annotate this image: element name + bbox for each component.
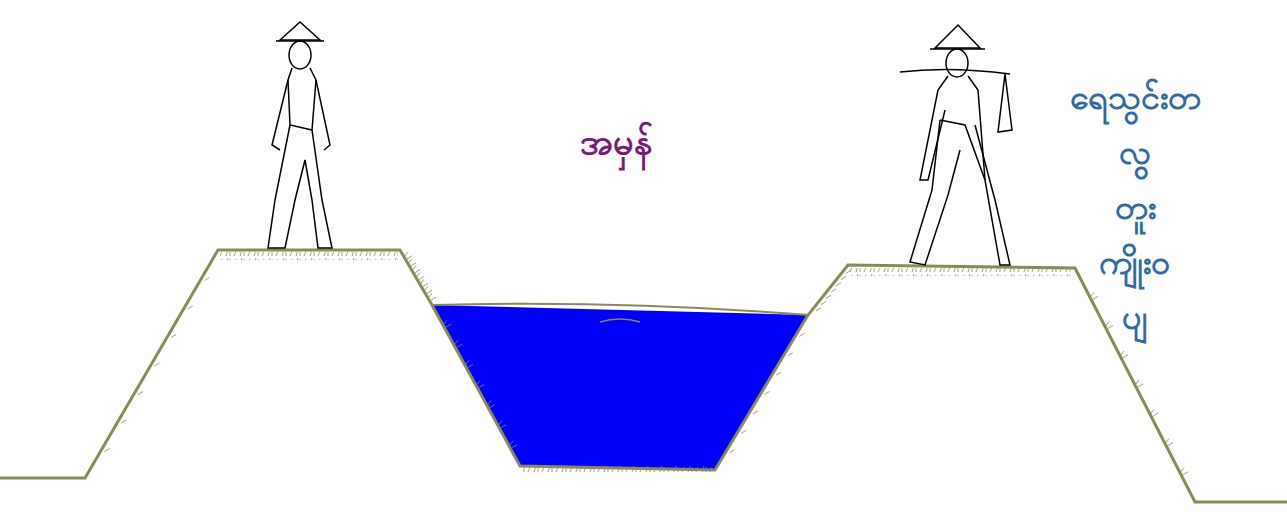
hatch-stroke	[443, 320, 451, 327]
hatch-stroke	[762, 388, 770, 395]
hatch-stroke	[509, 441, 517, 448]
hatch-stroke	[1150, 409, 1158, 416]
hatch-stroke	[135, 388, 143, 395]
hatch-stroke	[487, 401, 495, 408]
hatch-stroke	[750, 407, 758, 414]
water-ripple	[600, 319, 640, 322]
hatch-stroke	[1090, 292, 1098, 299]
hatch-stroke	[823, 291, 831, 298]
hatch-stroke	[773, 368, 781, 375]
hatch-stroke	[476, 381, 484, 388]
farmer-carrying	[900, 25, 1012, 265]
hatch-stroke	[818, 298, 826, 305]
hatch-stroke	[838, 273, 846, 280]
hatch-stroke	[465, 360, 473, 367]
bank-grass	[220, 252, 398, 260]
bank-grass	[850, 268, 1072, 276]
hatch-stroke	[498, 421, 506, 428]
hatch-stroke	[1165, 439, 1173, 446]
hatch-stroke	[828, 285, 836, 292]
hatch-stroke	[833, 279, 841, 286]
note-line: ကျိုးဝ	[990, 235, 1280, 290]
hatch-stroke	[424, 286, 432, 293]
ground-profile	[0, 250, 1287, 502]
slope-hatching	[102, 252, 1188, 475]
hatch-stroke	[1105, 322, 1113, 329]
note-line: ရေသွင်းတ	[990, 70, 1280, 125]
note-line: လွ	[990, 125, 1280, 180]
hatch-stroke	[796, 329, 804, 336]
hatch-stroke	[727, 446, 735, 453]
hatch-stroke	[1180, 468, 1188, 475]
hatch-stroke	[408, 259, 416, 266]
hatch-stroke	[785, 349, 793, 356]
hatch-stroke	[738, 426, 746, 433]
farmer-walking	[268, 22, 332, 248]
hatch-stroke	[168, 331, 176, 338]
water-surface	[432, 304, 808, 315]
hatch-stroke	[102, 445, 110, 452]
hatch-stroke	[843, 266, 851, 273]
hatch-stroke	[428, 293, 436, 300]
hatch-stroke	[404, 252, 412, 259]
water	[432, 305, 808, 470]
hatch-stroke	[813, 304, 821, 311]
hatch-stroke	[420, 279, 428, 286]
hatch-stroke	[118, 416, 126, 423]
bed-grass	[522, 466, 712, 474]
hatch-stroke	[152, 359, 160, 366]
hatch-stroke	[201, 274, 209, 281]
hatch-stroke	[412, 266, 420, 273]
note-block: ရေသွင်းတလွတူးကျိုးဝပျ	[990, 70, 1280, 345]
hatch-stroke	[1120, 351, 1128, 358]
verdict-label: အမှန်	[580, 118, 653, 172]
note-line: တူး	[990, 180, 1280, 235]
hatch-stroke	[185, 302, 193, 309]
note-line: ပျ	[990, 290, 1280, 345]
hatch-stroke	[1135, 380, 1143, 387]
hatch-stroke	[416, 273, 424, 280]
hatch-stroke	[454, 340, 462, 347]
